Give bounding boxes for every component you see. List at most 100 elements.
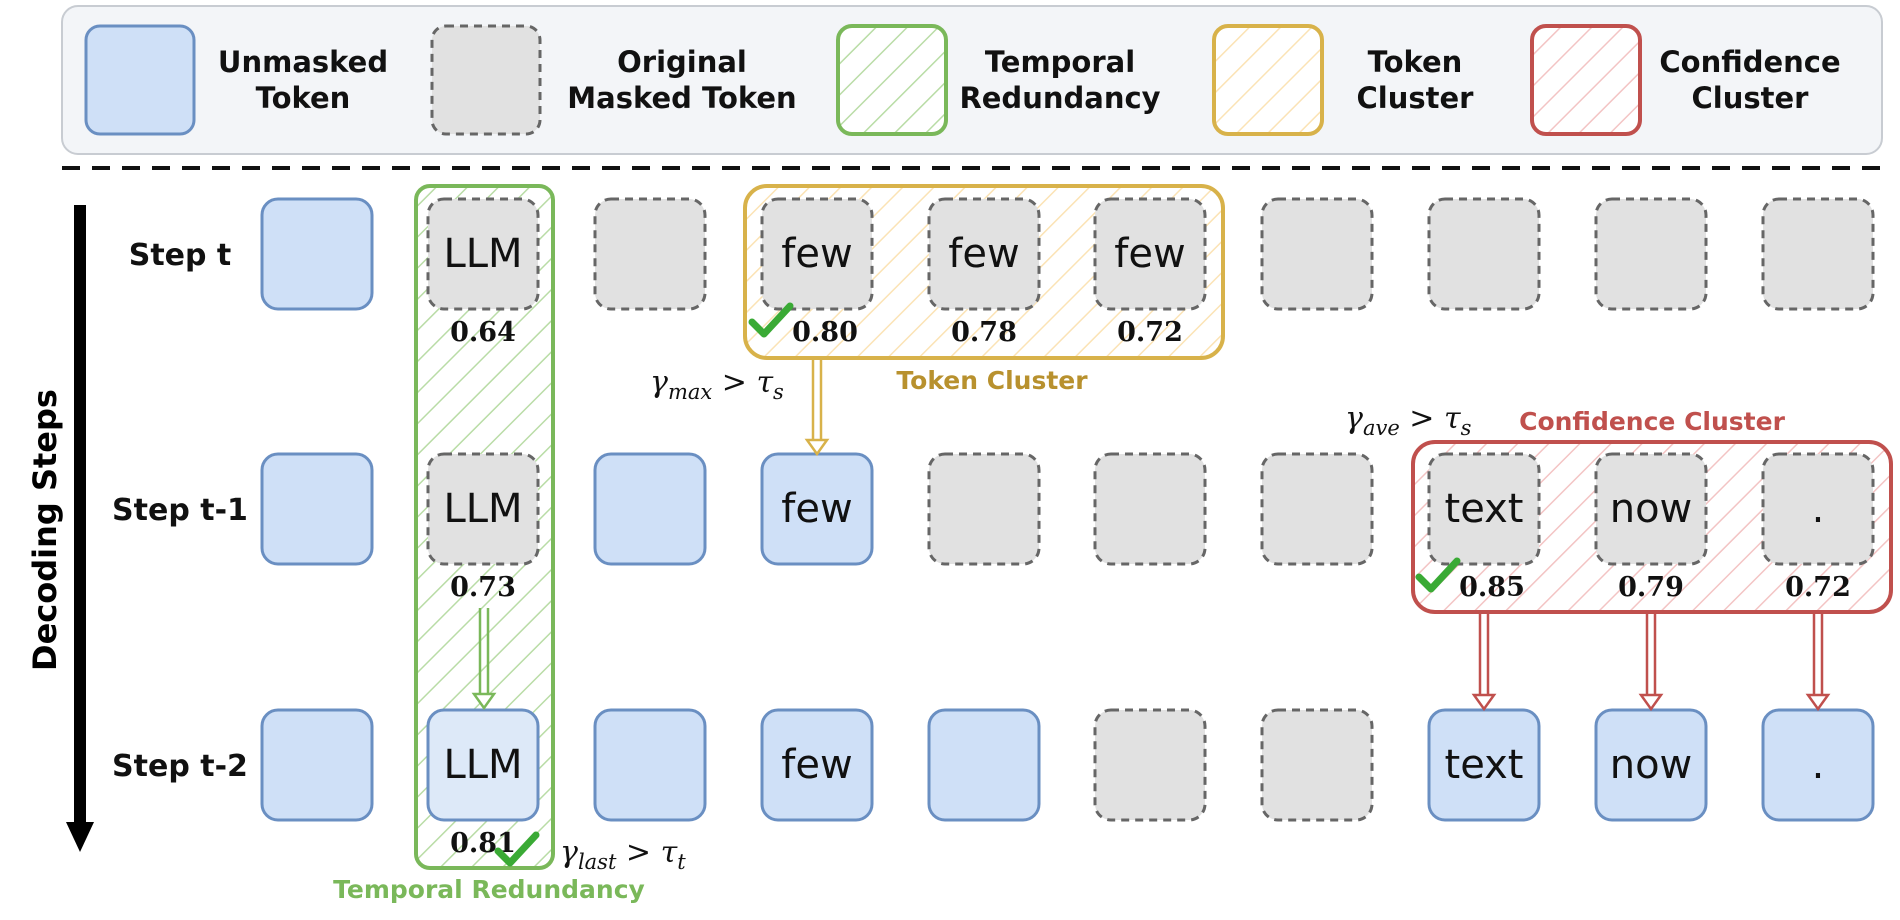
token-box [260,708,374,822]
confidence-score: 0.85 [1459,572,1525,603]
legend-label: Token [256,81,351,115]
gamma-max-condition: γmax > τs [650,365,784,404]
decoding-steps-axis: Decoding Steps [26,205,94,852]
token-text: now [1610,486,1693,532]
token-box [1093,452,1207,566]
token-box [1427,197,1541,311]
token-box [1594,452,1708,566]
token-cell [260,197,374,311]
confidence-score: 0.80 [792,317,858,348]
axis-label: Decoding Steps [26,389,64,671]
temporal-redundancy-label: Temporal Redundancy [333,875,645,904]
token-cell: . 0.72 [1761,452,1875,603]
token-text: few [781,742,852,788]
token-text: few [781,486,852,532]
gamma-last-condition: γlast > τt [560,835,686,874]
token-text: few [781,231,852,277]
token-cell: LLM 0.64 [426,197,540,348]
token-text: text [1445,742,1524,788]
legend-label: Original [617,45,747,79]
token-box [260,197,374,311]
legend-swatch [836,24,948,136]
token-text: LLM [443,486,522,532]
confidence-score: 0.78 [951,317,1017,348]
legend-label: Unmasked [218,45,388,79]
legend-swatch [1530,24,1642,136]
token-cell: now 0.79 [1594,452,1708,603]
token-text: now [1610,742,1693,788]
token-cell [1093,452,1207,566]
token-cell [1260,708,1374,822]
token-box [593,452,707,566]
legend-swatch [1212,24,1324,136]
token-cluster-label: Token Cluster [896,366,1088,395]
confidence-score: 0.64 [450,317,516,348]
token-cell [260,452,374,566]
confidence-score: 0.73 [450,572,516,603]
token-cell: few [760,452,874,566]
gamma-ave-condition: γave > τs [1345,401,1472,440]
confidence-arrow-2 [1638,612,1664,712]
token-cell [927,708,1041,822]
token-box [1093,197,1207,311]
token-box [426,452,540,566]
confidence-score: 0.72 [1117,317,1183,348]
token-box [1093,708,1207,822]
token-cell [1427,197,1541,311]
token-box [927,452,1041,566]
token-cell [593,197,707,311]
token-cell: text [1427,708,1541,822]
token-box [1260,708,1374,822]
token-box [593,197,707,311]
token-box [760,197,874,311]
row-label: Step t [129,238,232,273]
token-box [1761,452,1875,566]
legend-swatch [430,24,542,136]
check-icon [1415,557,1461,593]
legend-label: Cluster [1692,81,1810,115]
legend-label: Redundancy [959,81,1160,115]
token-box [1427,452,1541,566]
token-box [593,708,707,822]
token-cell [1761,197,1875,311]
token-text: few [1114,231,1185,277]
row-label: Step t-2 [112,749,248,784]
token-cell [593,452,707,566]
token-text: LLM [443,231,522,277]
token-text: few [948,231,1019,277]
token-cell [1093,708,1207,822]
legend-label: Cluster [1357,81,1475,115]
token-box [1594,197,1708,311]
token-cell [1260,197,1374,311]
token-box [1260,197,1374,311]
token-box [1260,452,1374,566]
token-cell: few 0.80 [748,197,874,348]
token-box [260,452,374,566]
check-icon [748,302,794,338]
token-text: . [1812,742,1825,788]
token-cell [260,708,374,822]
token-cell [593,708,707,822]
token-text: . [1812,486,1825,532]
token-cell: text 0.85 [1415,452,1541,603]
token-box [760,708,874,822]
confidence-score: 0.72 [1785,572,1851,603]
legend-label: Temporal [985,45,1135,79]
confidence-score: 0.79 [1618,572,1684,603]
token-box [1761,197,1875,311]
token-text: text [1445,486,1524,532]
token-cell [1260,452,1374,566]
token-text: LLM [443,742,522,788]
token-cell: few 0.72 [1093,197,1207,348]
confidence-arrow-3 [1805,612,1831,712]
confidence-cluster-label: Confidence Cluster [1519,407,1785,436]
token-cell: LLM 0.73 [426,452,540,603]
token-cell: few [760,708,874,822]
